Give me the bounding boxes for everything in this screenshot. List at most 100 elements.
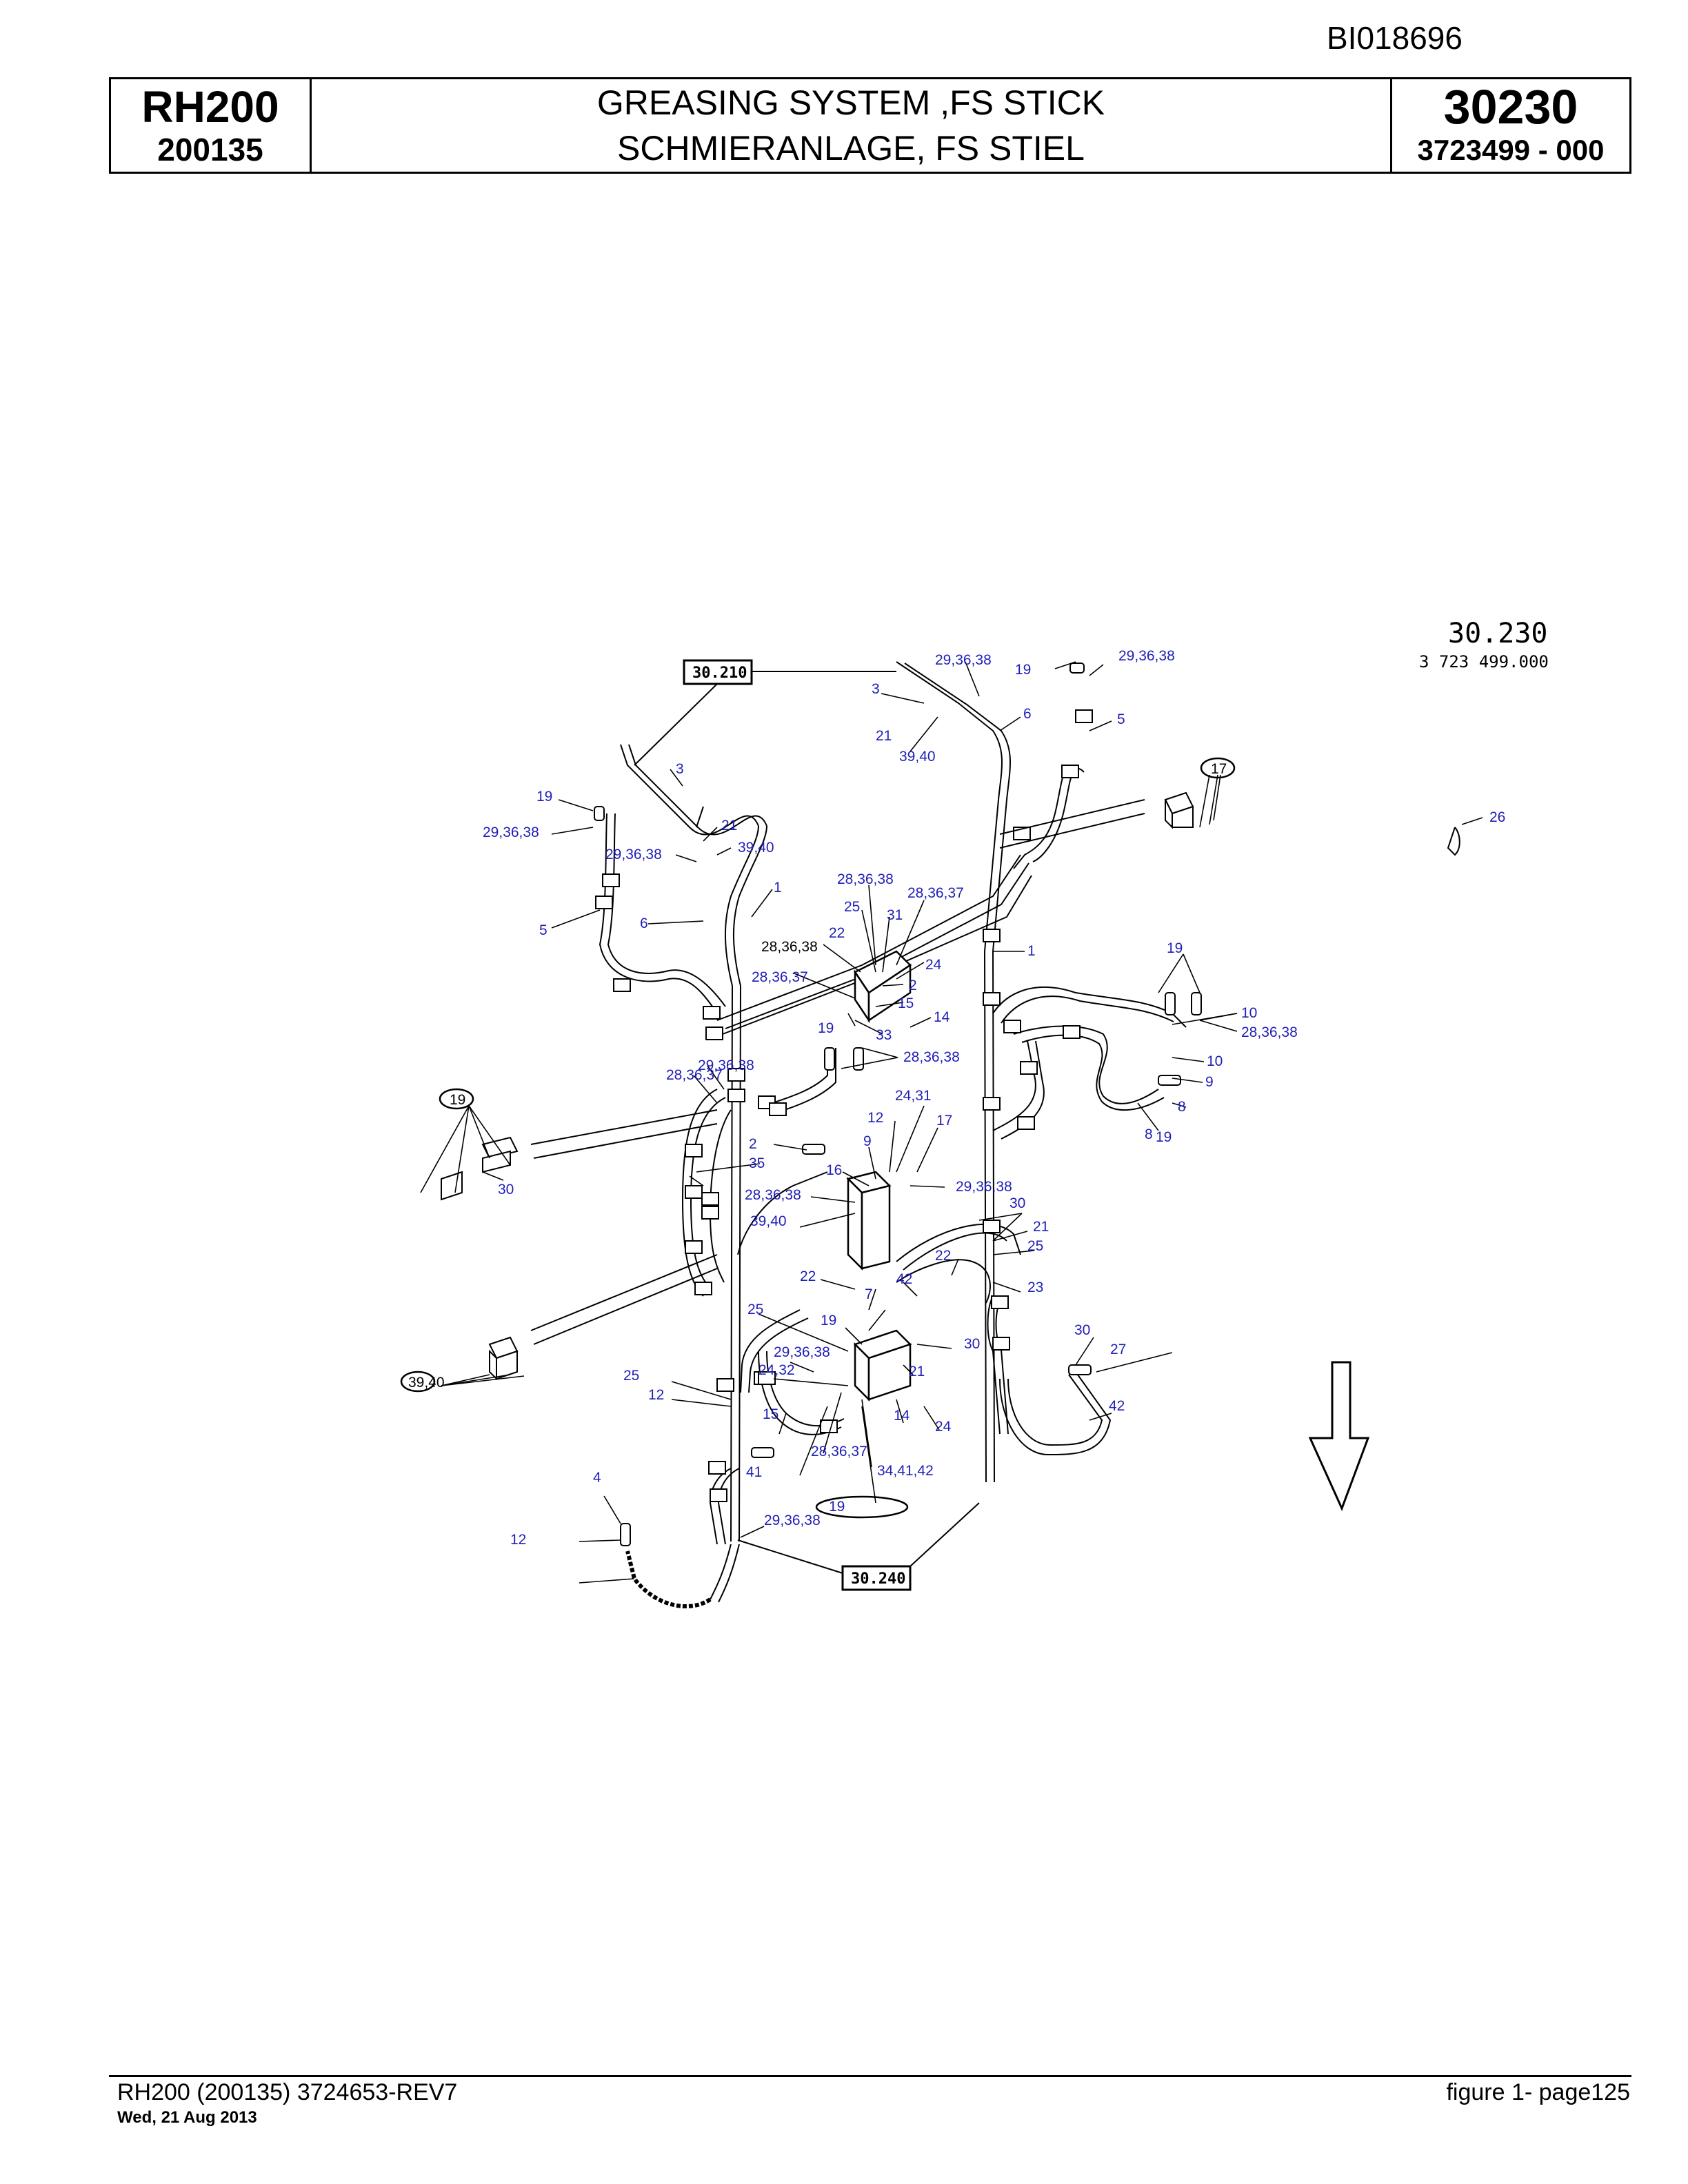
callout-label: 35: [749, 1155, 765, 1171]
model-cell: RH200 200135: [111, 79, 312, 172]
callout-label: 29,36,38: [774, 1344, 830, 1360]
grease-fittings: [594, 663, 1202, 1546]
callout-label: 28,36,37: [666, 1067, 723, 1083]
item-callouts: 29,36,38 19 29,36,38 3 6 5 21 39,40 17 2…: [408, 648, 1505, 1548]
callout-label: 5: [1117, 711, 1125, 727]
title-block: RH200 200135 GREASING SYSTEM ,FS STICK S…: [109, 77, 1631, 174]
callout-label: 4: [593, 1470, 601, 1486]
callout-label: 19: [818, 1020, 834, 1036]
callout-label: 19: [1156, 1129, 1172, 1145]
callout-label: 39,40: [899, 749, 936, 765]
reference-30-210: 30.210: [692, 665, 747, 682]
callout-label: 28,36,38: [837, 871, 894, 887]
callout-label: 24,31: [895, 1088, 932, 1104]
callout-label: 21: [721, 818, 737, 833]
document-id: BI018696: [1327, 20, 1463, 56]
callout-label: 28,36,38: [761, 939, 818, 955]
callout-label: 24,32: [758, 1362, 795, 1378]
callout-label: 30: [964, 1336, 980, 1352]
callout-label: 19: [821, 1313, 836, 1328]
callout-label: 22: [829, 925, 845, 941]
callout-label: 19: [1015, 662, 1031, 678]
part-number: 3723499 - 000: [1417, 134, 1605, 166]
title-cell: GREASING SYSTEM ,FS STICK SCHMIERANLAGE,…: [312, 79, 1390, 172]
callout-label: 23: [1027, 1280, 1043, 1295]
reference-30-240: 30.240: [851, 1570, 905, 1588]
callout-label: 9: [863, 1133, 872, 1149]
callout-label: 39,40: [738, 840, 774, 856]
serial-number: 200135: [157, 132, 263, 168]
callout-label: 28,36,37: [752, 969, 808, 985]
callout-label: 41: [746, 1464, 762, 1480]
callout-label: 8: [1145, 1126, 1153, 1142]
callout-label: 12: [867, 1110, 883, 1126]
title-german: SCHMIERANLAGE, FS STIEL: [617, 129, 1085, 168]
callout-label: 22: [800, 1268, 816, 1284]
pipe-clamps: [595, 709, 1093, 1502]
footer-date: Wed, 21 Aug 2013: [117, 2108, 257, 2127]
callout-label: 29,36,38: [1118, 648, 1175, 664]
callout-label: 2: [749, 1136, 757, 1152]
callout-label: 21: [1033, 1219, 1049, 1235]
callout-label: 2: [909, 978, 917, 993]
callout-label: 29,36,38: [935, 652, 992, 668]
figure-cell: 30230 3723499 - 000: [1390, 79, 1629, 172]
callout-label: 6: [1023, 706, 1032, 722]
callout-label: 14: [894, 1408, 910, 1424]
callout-label: 21: [909, 1364, 925, 1379]
callout-label: 33: [876, 1027, 892, 1043]
model-name: RH200: [141, 82, 279, 132]
callout-label: 30: [1074, 1322, 1090, 1338]
title-english: GREASING SYSTEM ,FS STICK: [596, 83, 1105, 122]
callout-label: 25: [747, 1302, 763, 1317]
callout-label: 42: [1109, 1398, 1125, 1414]
callout-label: 14: [934, 1009, 950, 1025]
callout-label: 31: [887, 907, 903, 923]
footer-page: figure 1- page125: [1446, 2079, 1630, 2105]
callout-label: 28,36,38: [1241, 1024, 1298, 1040]
callout-label: 19: [536, 789, 552, 805]
leader-lines: [420, 661, 1483, 1584]
callout-label: 25: [623, 1368, 639, 1384]
figure-number: 30230: [1443, 80, 1578, 134]
callout-label: 6: [640, 916, 648, 931]
callout-label: 19: [450, 1092, 465, 1108]
callout-label: 7: [865, 1286, 873, 1302]
callout-label: 15: [763, 1406, 778, 1422]
callout-label: 9: [1205, 1074, 1214, 1090]
callout-label: 5: [539, 922, 547, 938]
bracket-parts: [441, 791, 1460, 1381]
callout-label: 21: [876, 728, 892, 744]
callout-label: 22: [935, 1248, 951, 1264]
callout-label: 24: [925, 957, 942, 973]
callout-label: 19: [829, 1499, 845, 1515]
callout-label: 42: [896, 1271, 912, 1287]
callout-label: 10: [1207, 1053, 1223, 1069]
callout-label: 27: [1110, 1342, 1126, 1357]
callout-label: 28,36,38: [745, 1187, 801, 1203]
callout-label: 10: [1241, 1005, 1257, 1021]
callout-label: 1: [774, 880, 782, 896]
direction-arrow-icon: [1308, 1361, 1370, 1511]
callout-label: 17: [1211, 761, 1227, 777]
callout-ovals: [400, 757, 1236, 1519]
callout-label: 29,36,38: [605, 847, 662, 862]
callout-label: 34,41,42: [877, 1463, 934, 1479]
callout-label: 29,36,38: [764, 1513, 821, 1528]
callout-label: 30: [498, 1182, 514, 1197]
callout-label: 15: [898, 995, 914, 1011]
callout-label: 8: [1178, 1099, 1186, 1115]
callout-label: 17: [936, 1113, 952, 1129]
callout-label: 3: [872, 681, 880, 697]
drawing-code: 30.230: [1448, 618, 1548, 649]
callout-label: 25: [1027, 1238, 1043, 1254]
drawing-subcode: 3 723 499.000: [1419, 652, 1549, 671]
callout-label: 12: [648, 1387, 664, 1403]
distributor-blocks: [846, 950, 912, 1402]
reference-boxes: 30.210 30.240: [634, 659, 980, 1591]
callout-label: 39,40: [750, 1213, 787, 1229]
callout-label: 26: [1489, 809, 1505, 825]
callout-label: 29,36,38: [698, 1058, 754, 1073]
callout-label: 1: [1027, 943, 1036, 959]
